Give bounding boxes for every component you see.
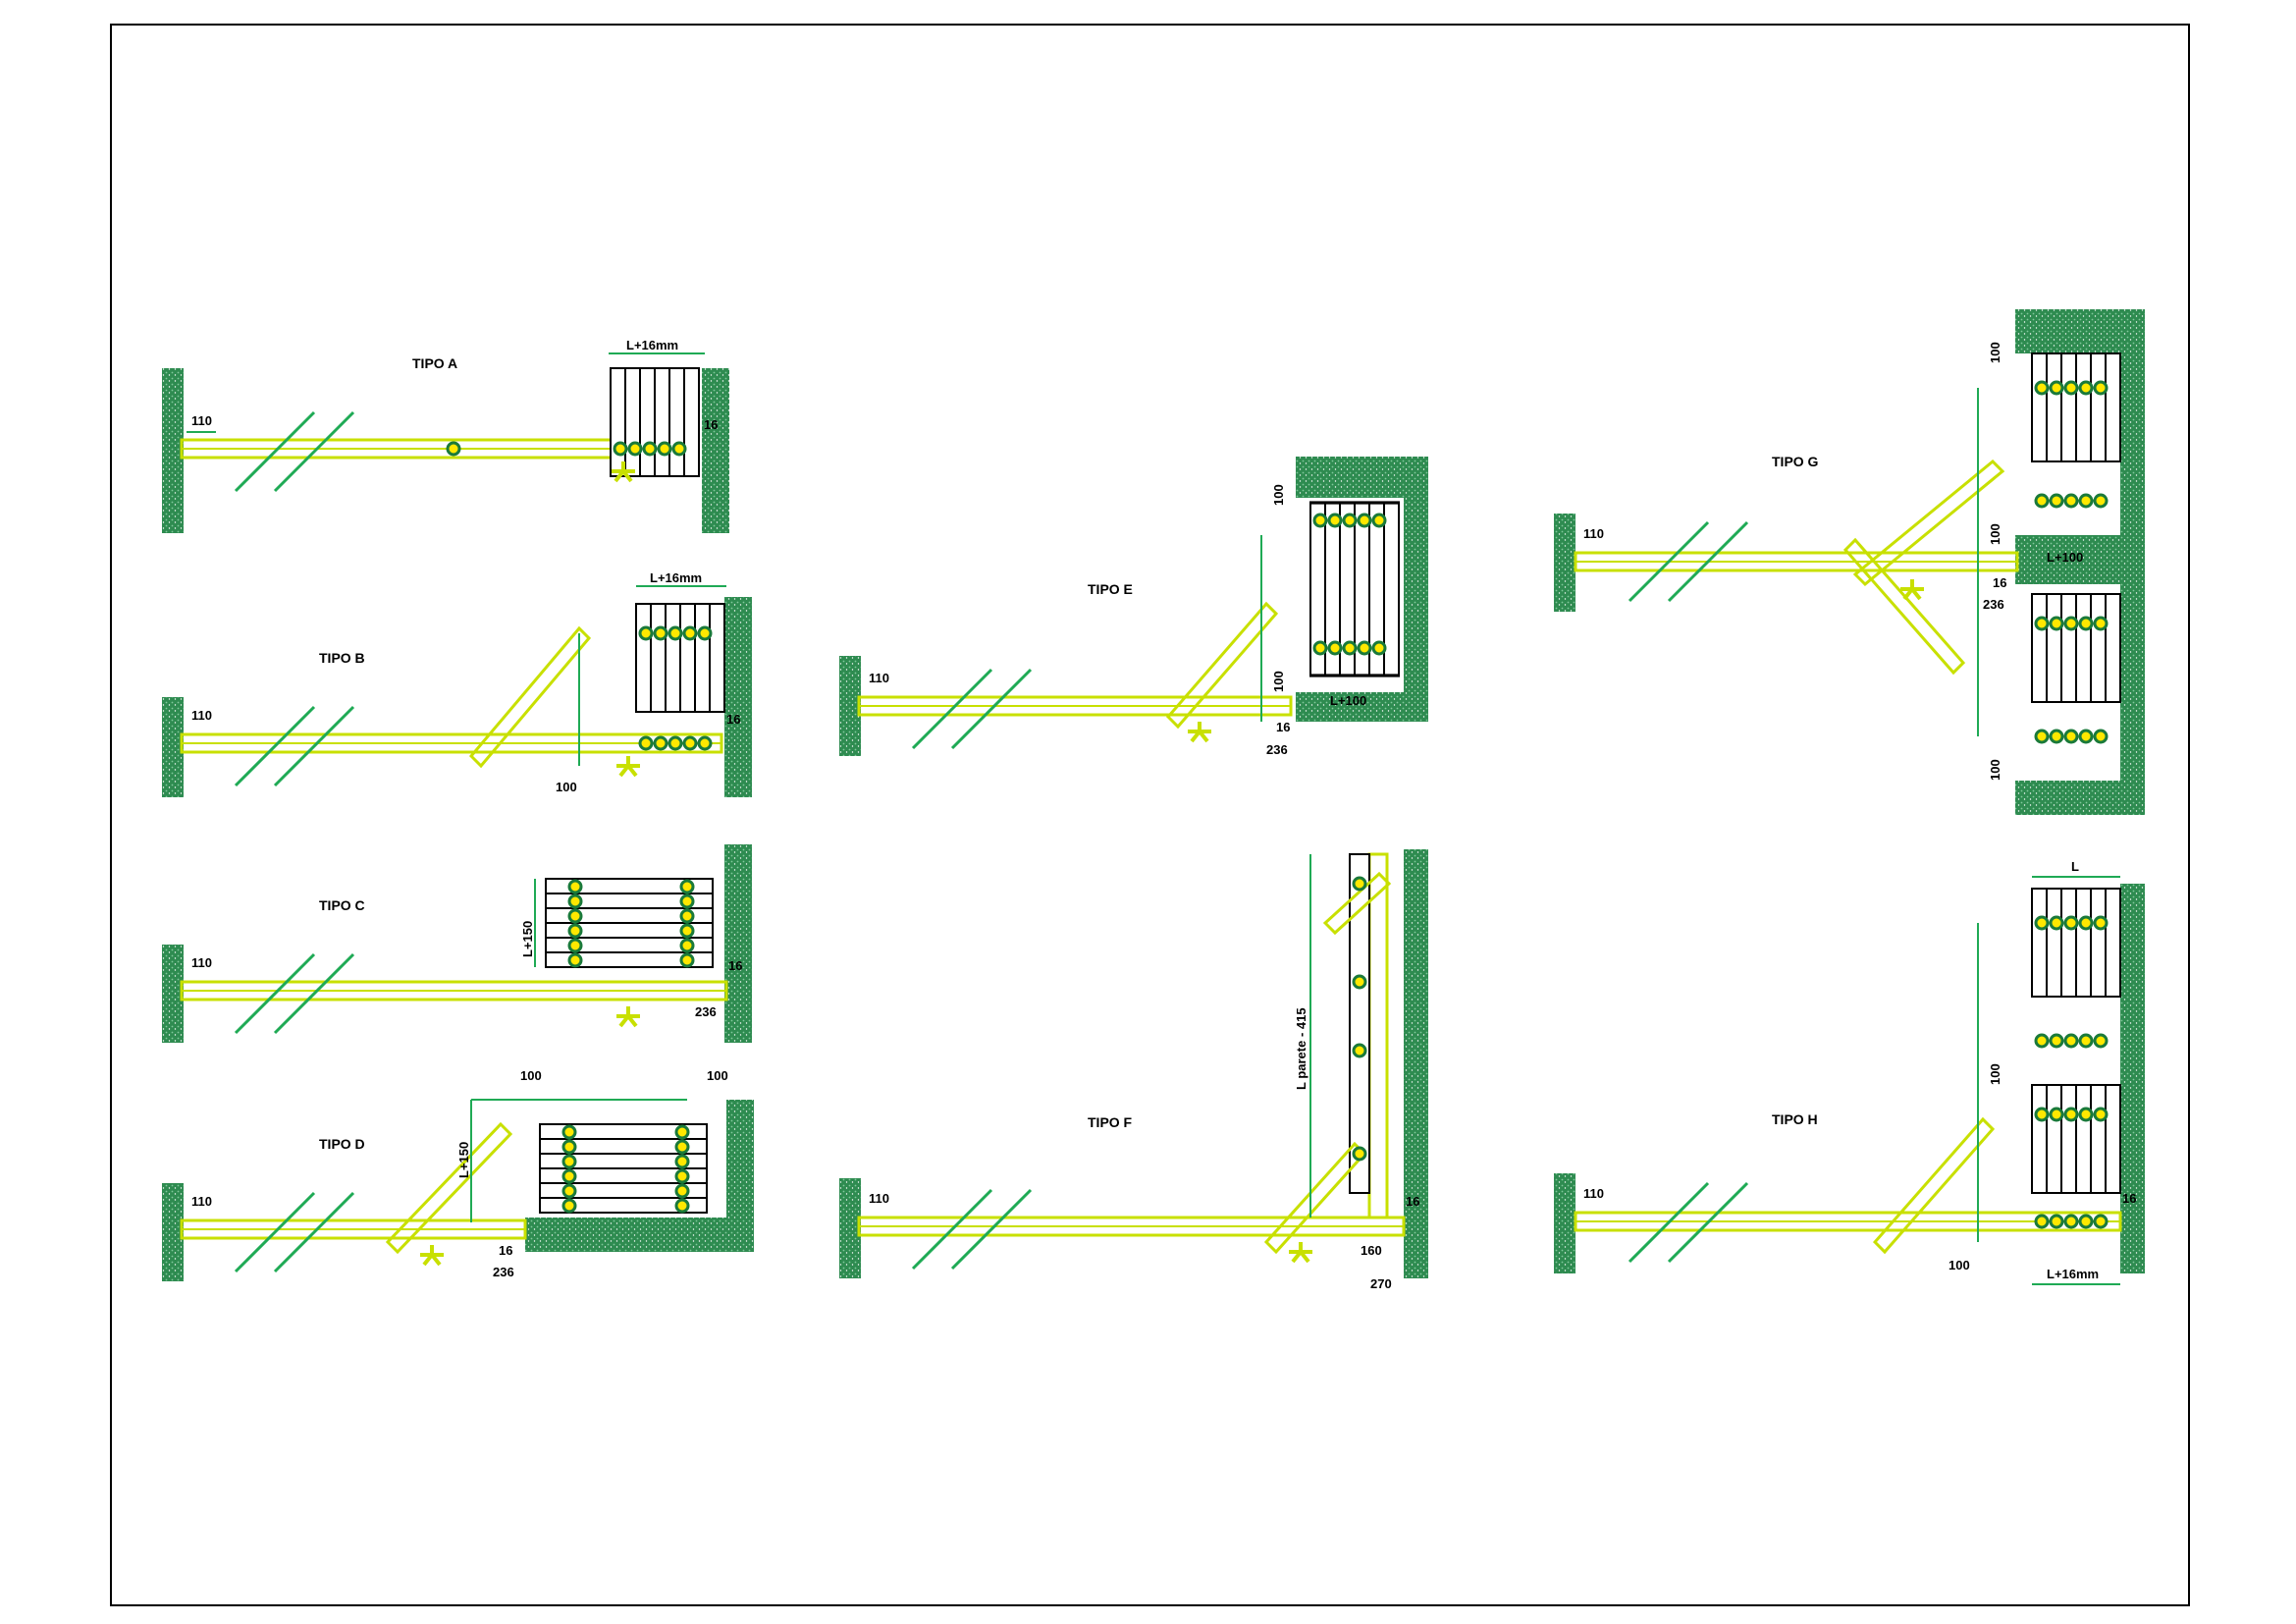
dim-16: 16 bbox=[704, 417, 718, 432]
dim-width: L+16mm bbox=[626, 338, 678, 352]
title: TIPO D bbox=[319, 1136, 365, 1152]
dim-100-b: 100 bbox=[1271, 671, 1286, 692]
diagonal-strut bbox=[1165, 601, 1279, 730]
dim-16: 16 bbox=[1993, 575, 2006, 590]
dim-110: 110 bbox=[1583, 526, 1604, 541]
dim-width: L+100 bbox=[2047, 550, 2083, 565]
left-wall bbox=[1554, 514, 1575, 612]
dim-L: L bbox=[2071, 859, 2079, 874]
dim-236: 236 bbox=[1266, 742, 1288, 757]
dim-width: L+100 bbox=[1330, 693, 1366, 708]
diagonal-strut bbox=[468, 625, 592, 769]
dim-100-b: 100 bbox=[1988, 523, 2002, 545]
break-mark bbox=[1628, 1181, 1710, 1264]
break-mark bbox=[234, 1191, 316, 1273]
dim-110: 110 bbox=[191, 413, 212, 428]
radiator-bottom bbox=[2031, 1084, 2121, 1194]
diagonal-strut bbox=[1872, 1116, 1996, 1255]
dim-length: L parete - 415 bbox=[1294, 1007, 1308, 1090]
left-wall bbox=[839, 656, 861, 756]
dim-270: 270 bbox=[1370, 1276, 1392, 1291]
panel-tipo-e: TIPO E 110 100 100 L+100 16 236 bbox=[839, 457, 1428, 757]
dim-110: 110 bbox=[191, 708, 212, 723]
panel-tipo-f: TIPO F 110 L parete - 415 16 160 270 bbox=[839, 849, 1428, 1291]
panel-tipo-d: TIPO D 110 L+150 100 100 16 236 bbox=[162, 1068, 754, 1281]
break-mark bbox=[911, 668, 993, 750]
dim-110: 110 bbox=[191, 955, 212, 970]
title: TIPO H bbox=[1772, 1111, 1818, 1127]
dim-16: 16 bbox=[726, 712, 740, 727]
title: TIPO A bbox=[412, 355, 457, 371]
title: TIPO E bbox=[1088, 581, 1133, 597]
diagonal-strut-up bbox=[1852, 459, 2005, 587]
dim-100-a: 100 bbox=[1988, 1063, 2002, 1085]
left-wall bbox=[162, 1183, 184, 1281]
middle-wall bbox=[2015, 535, 2143, 584]
title: TIPO G bbox=[1772, 454, 1819, 469]
dim-110: 110 bbox=[869, 1191, 889, 1206]
dim-16: 16 bbox=[499, 1243, 512, 1258]
dim-height: L+150 bbox=[520, 921, 535, 957]
radiator bbox=[635, 603, 725, 713]
title: TIPO F bbox=[1088, 1114, 1133, 1130]
bottom-wall bbox=[2015, 781, 2143, 815]
title: TIPO B bbox=[319, 650, 365, 666]
diagonal-strut bbox=[385, 1121, 513, 1255]
left-wall bbox=[162, 945, 184, 1043]
break-mark bbox=[1628, 520, 1710, 603]
right-wall bbox=[724, 844, 752, 1043]
dim-100-a: 100 bbox=[520, 1068, 542, 1083]
floor-wall bbox=[525, 1218, 754, 1252]
left-wall bbox=[839, 1178, 861, 1278]
panel-tipo-a: TIPO A 110 L+16mm 16 bbox=[162, 338, 729, 533]
radiator-bottom bbox=[2031, 593, 2121, 703]
radiator-top bbox=[2031, 352, 2121, 462]
radiator-top bbox=[2031, 888, 2121, 998]
dim-110: 110 bbox=[1583, 1186, 1604, 1201]
dim-16: 16 bbox=[2122, 1191, 2136, 1206]
dim-100-a: 100 bbox=[1271, 484, 1286, 506]
dim-100-a: 100 bbox=[1988, 342, 2002, 363]
dim-110: 110 bbox=[191, 1194, 212, 1209]
dim-width: L+16mm bbox=[650, 570, 702, 585]
dim-16: 16 bbox=[1406, 1194, 1419, 1209]
bottom-wall bbox=[1296, 692, 1428, 722]
dim-width: L+16mm bbox=[2047, 1267, 2099, 1281]
dim-16: 16 bbox=[1276, 720, 1290, 734]
break-mark bbox=[234, 952, 316, 1035]
left-wall bbox=[162, 697, 184, 797]
vertical-rail bbox=[1367, 852, 1389, 1219]
break-mark bbox=[911, 1188, 993, 1271]
dim-height: L+150 bbox=[456, 1142, 471, 1178]
dim-100-b: 100 bbox=[707, 1068, 728, 1083]
dim-236: 236 bbox=[1983, 597, 2004, 612]
dim-16: 16 bbox=[728, 958, 742, 973]
dim-236: 236 bbox=[493, 1265, 514, 1279]
panel-tipo-g: TIPO G 110 100 100 100 L+100 16 236 bbox=[1554, 309, 2145, 815]
right-wall bbox=[1404, 849, 1428, 1278]
break-mark bbox=[234, 410, 316, 493]
right-wall bbox=[702, 368, 729, 533]
dim-100-b: 100 bbox=[1949, 1258, 1970, 1272]
panel-tipo-b: TIPO B 110 L+16mm 16 100 bbox=[162, 570, 752, 797]
title: TIPO C bbox=[319, 897, 365, 913]
dim-236: 236 bbox=[695, 1004, 717, 1019]
left-wall bbox=[1554, 1173, 1575, 1273]
break-mark bbox=[234, 705, 316, 787]
dim-100-c: 100 bbox=[1988, 759, 2002, 781]
panel-tipo-c: TIPO C 110 L+150 16 236 bbox=[162, 844, 752, 1043]
diagonal-strut-down bbox=[1842, 537, 1966, 676]
right-wall bbox=[1404, 457, 1428, 722]
dim-110: 110 bbox=[869, 671, 889, 685]
radiator bbox=[1349, 853, 1370, 1194]
dim-160: 160 bbox=[1361, 1243, 1382, 1258]
radiator bbox=[610, 367, 700, 477]
sheet-frame bbox=[110, 24, 2190, 1606]
left-wall bbox=[162, 368, 184, 533]
right-wall bbox=[724, 597, 752, 797]
right-wall bbox=[2120, 884, 2145, 1273]
panel-tipo-h: TIPO H 110 L 100 100 L+16mm 16 bbox=[1554, 859, 2145, 1285]
dim-100: 100 bbox=[556, 780, 577, 794]
